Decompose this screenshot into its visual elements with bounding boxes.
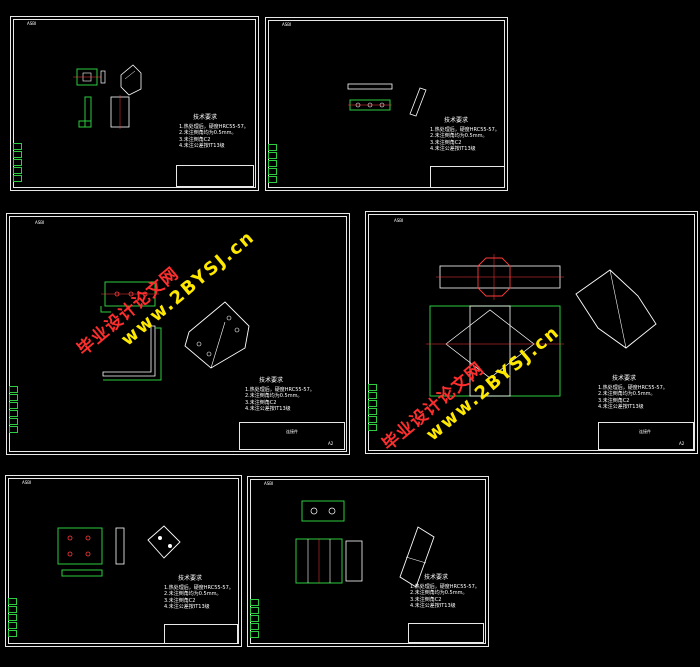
- note-3: 3.未注倒角C2: [179, 136, 211, 143]
- title-block[interactable]: [176, 165, 254, 187]
- title-block[interactable]: [164, 624, 238, 644]
- sheet-tag: ASBI: [264, 481, 274, 486]
- drawing-sheet-1-border: [13, 19, 256, 188]
- notes-title: 技术要求: [612, 375, 637, 382]
- drawing-sheet-4-border: [368, 214, 695, 451]
- note-4: 4.未注公差按IT13级: [179, 143, 225, 149]
- note-1: 1.热处理后，硬度HRC55-57。: [179, 123, 249, 130]
- note-1: 1.热处理后，硬度HRC55-57。: [598, 384, 668, 391]
- technical-notes: 技术要求 1.热处理后，硬度HRC55-57。 2.未注倒角均为0.5mm。 3…: [245, 377, 315, 413]
- note-2: 2.未注倒角均为0.5mm。: [245, 393, 303, 399]
- drawing-sheet-6-frame[interactable]: ASBI 技术要求 1.热处理后，硬度HRC55-57。 2.未注倒角均为0.5…: [247, 476, 489, 647]
- note-4: 4.未注公差按IT13级: [410, 603, 456, 609]
- part-drawing-4[interactable]: [426, 254, 666, 404]
- left-strip: [368, 384, 377, 432]
- note-1: 1.热处理后，硬度HRC55-57。: [410, 583, 480, 590]
- left-strip: [268, 144, 277, 184]
- note-3: 3.未注倒角C2: [410, 596, 442, 603]
- note-4: 4.未注公差按IT13级: [598, 404, 644, 410]
- left-strip: [8, 598, 17, 638]
- part-drawing-3[interactable]: [95, 276, 265, 396]
- note-3: 3.未注倒角C2: [164, 597, 196, 604]
- left-strip: [9, 386, 18, 434]
- technical-notes: 技术要求 1.热处理后，硬度HRC55-57。 2.未注倒角均为0.5mm。 3…: [430, 117, 500, 153]
- part-drawing-1[interactable]: [71, 47, 161, 137]
- left-strip: [250, 599, 259, 639]
- drawing-sheet-1-frame[interactable]: ASBI 技术要求 1.热处理后，硬度HRC55-57。 2.未注倒角均为0.5…: [10, 16, 259, 191]
- note-2: 2.未注倒角均为0.5mm。: [410, 590, 468, 596]
- note-1: 1.热处理后，硬度HRC55-57。: [245, 386, 315, 393]
- left-strip: [13, 143, 22, 183]
- drawing-sheet-2-border: [268, 20, 505, 188]
- technical-notes: 技术要求 1.热处理后，硬度HRC55-57。 2.未注倒角均为0.5mm。 3…: [598, 375, 668, 411]
- note-3: 3.未注倒角C2: [245, 399, 277, 406]
- note-4: 4.未注公差按IT13级: [430, 146, 476, 152]
- note-1: 1.热处理后，硬度HRC55-57。: [164, 584, 234, 591]
- title-block[interactable]: 连接件 A2: [239, 422, 345, 450]
- notes-title: 技术要求: [259, 377, 284, 384]
- sheet-tag: ASBI: [35, 220, 45, 225]
- notes-title: 技术要求: [424, 574, 449, 581]
- technical-notes: 技术要求 1.热处理后，硬度HRC55-57。 2.未注倒角均为0.5mm。 3…: [410, 574, 480, 610]
- note-3: 3.未注倒角C2: [598, 397, 630, 404]
- sheet-tag: ASBI: [282, 22, 292, 27]
- note-2: 2.未注倒角均为0.5mm。: [179, 130, 237, 136]
- title-block[interactable]: [430, 166, 505, 188]
- title-block[interactable]: 连接件 A2: [598, 422, 694, 450]
- drawing-sheet-5-border: [8, 478, 239, 644]
- technical-notes: 技术要求 1.热处理后，硬度HRC55-57。 2.未注倒角均为0.5mm。 3…: [179, 114, 249, 150]
- drawing-sheet-3-border: [9, 216, 347, 452]
- title-block-code: A2: [328, 441, 334, 446]
- note-3: 3.未注倒角C2: [430, 139, 462, 146]
- part-drawing-6[interactable]: [288, 497, 448, 597]
- sheet-tag: ASBI: [27, 21, 37, 26]
- drawing-sheet-5-frame[interactable]: ASBI 技术要求 1.热处理后，硬度HRC55-57。 2.未注倒角均为0.5…: [5, 475, 242, 647]
- title-block-name: 连接件: [286, 429, 298, 434]
- sheet-tag: ASBI: [22, 480, 32, 485]
- drawing-sheet-2-frame[interactable]: ASBI 技术要求 1.热处理后，硬度HRC55-57。 2.未注倒角均为0.5…: [265, 17, 508, 191]
- title-block[interactable]: [408, 623, 484, 643]
- note-1: 1.热处理后，硬度HRC55-57。: [430, 126, 500, 133]
- drawing-sheet-4-frame[interactable]: ASBI 技术要求 1.热处理后，硬度HRC55-57。 2.未注倒角均为0.5…: [365, 211, 698, 454]
- title-block-name: 连接件: [639, 429, 651, 434]
- part-drawing-5[interactable]: [52, 524, 192, 584]
- drawing-sheet-6-border: [250, 479, 486, 644]
- note-2: 2.未注倒角均为0.5mm。: [164, 591, 222, 597]
- part-drawing-2[interactable]: [344, 74, 434, 124]
- note-4: 4.未注公差按IT13级: [164, 604, 210, 610]
- note-2: 2.未注倒角均为0.5mm。: [598, 391, 656, 397]
- drawing-sheet-3-frame[interactable]: ASBI 技术要求 1.热处理后，硬度HRC55-57。 2.未注倒角均为0.5…: [6, 213, 350, 455]
- title-block-code: A2: [679, 441, 685, 446]
- notes-title: 技术要求: [193, 114, 218, 121]
- note-4: 4.未注公差按IT13级: [245, 406, 291, 412]
- sheet-tag: ASBI: [394, 218, 404, 223]
- notes-title: 技术要求: [444, 117, 469, 124]
- note-2: 2.未注倒角均为0.5mm。: [430, 133, 488, 139]
- technical-notes: 技术要求 1.热处理后，硬度HRC55-57。 2.未注倒角均为0.5mm。 3…: [164, 575, 234, 611]
- notes-title: 技术要求: [178, 575, 203, 582]
